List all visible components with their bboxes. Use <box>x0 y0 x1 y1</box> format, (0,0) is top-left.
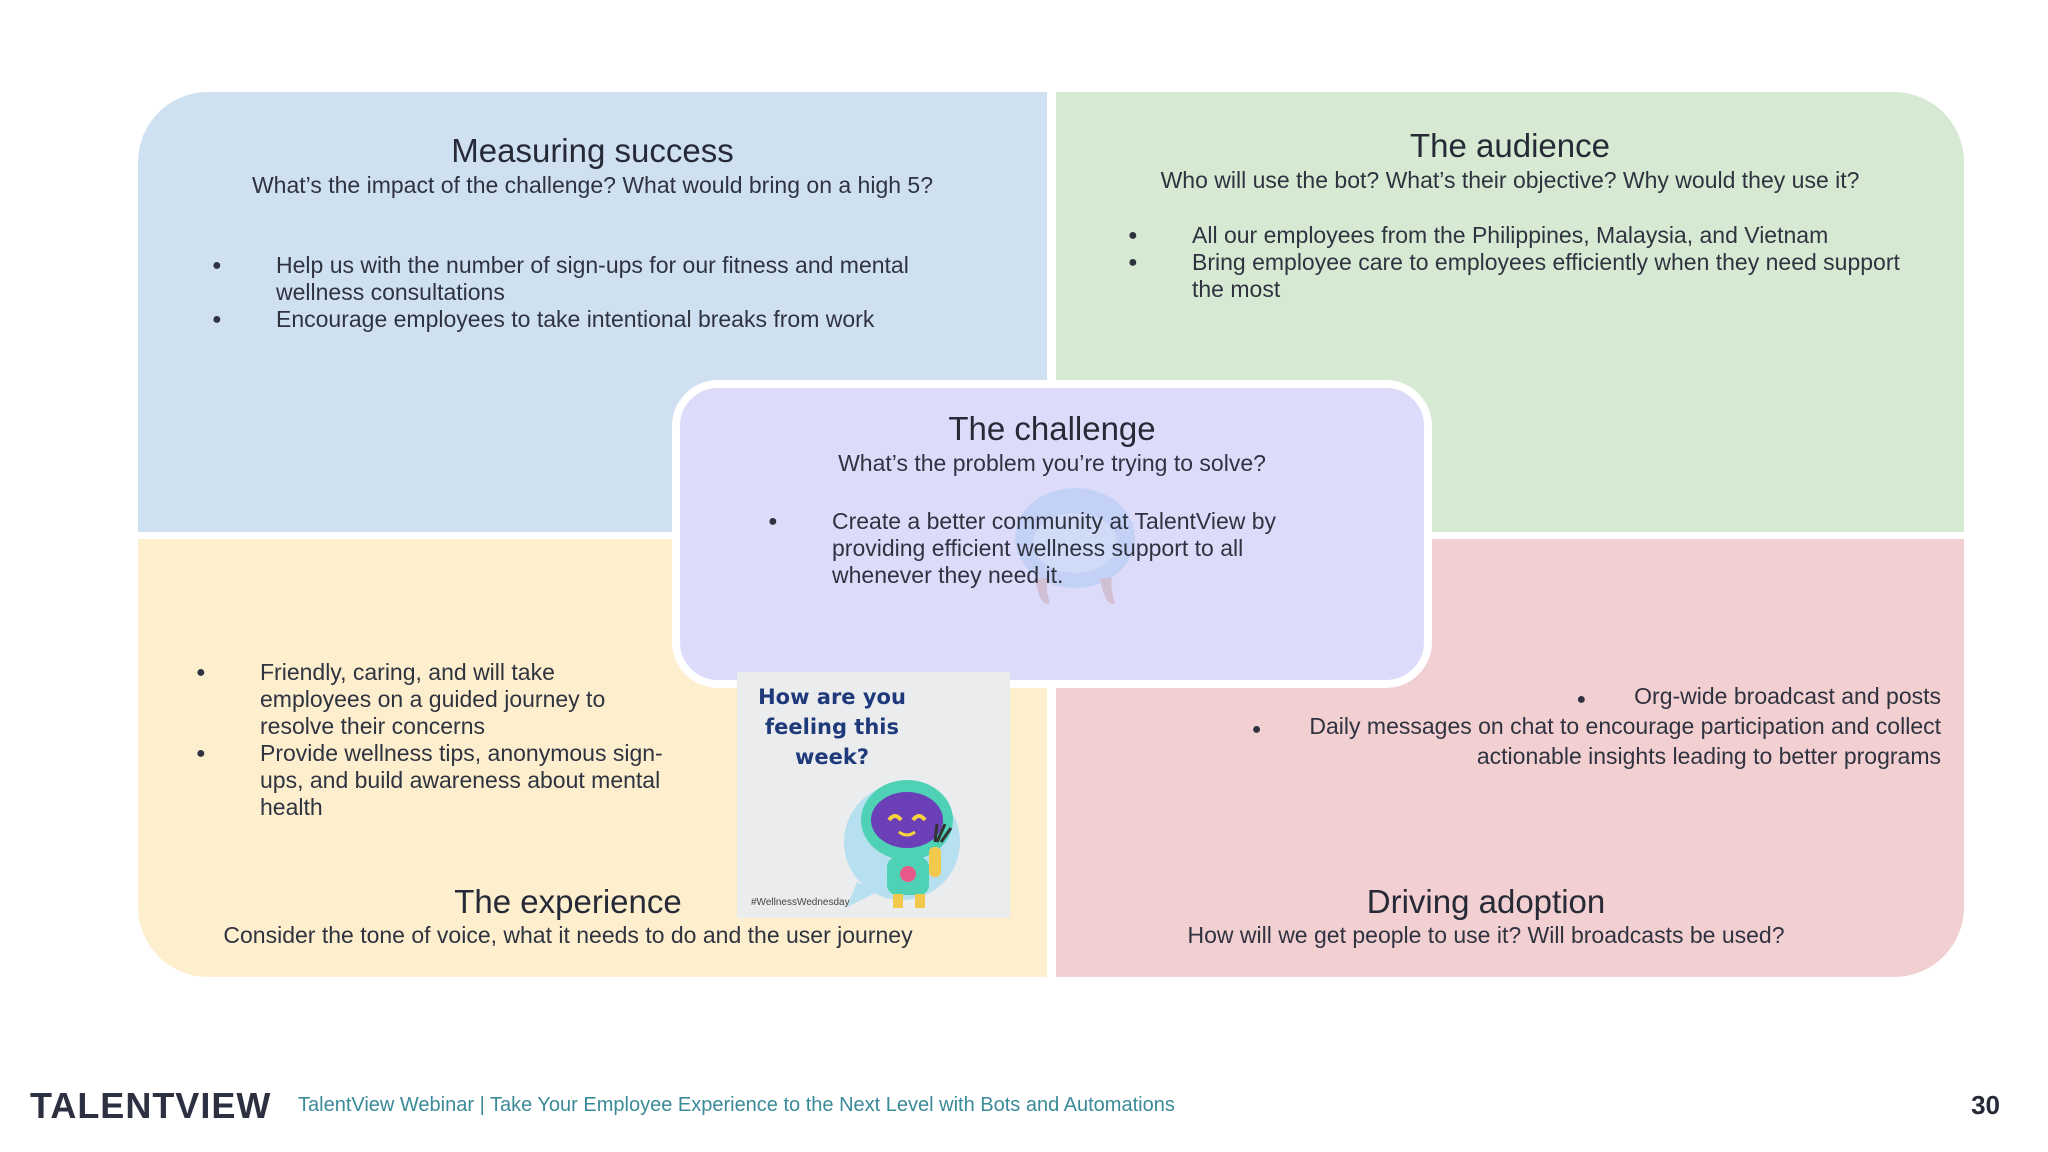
measuring-success-list: Help us with the number of sign-ups for … <box>212 252 972 333</box>
talentview-logo: TALENTVIEW <box>30 1085 272 1126</box>
experience-title: The experience <box>454 883 682 920</box>
poster-hashtag: #WellnessWednesday <box>751 897 850 908</box>
measuring-success-panel: Measuring success What’s the impact of t… <box>138 92 1047 532</box>
challenge-subtitle: What’s the problem you’re trying to solv… <box>838 450 1266 476</box>
challenge-list: Create a better community at TalentView … <box>768 508 1328 589</box>
list-item: Daily messages on chat to encourage part… <box>1161 713 1941 770</box>
audience-subtitle: Who will use the bot? What’s their objec… <box>1160 167 1860 193</box>
list-item: Provide wellness tips, anonymous sign-up… <box>196 740 666 821</box>
robot-mascot-icon <box>844 780 960 908</box>
list-item: Encourage employees to take intentional … <box>212 306 972 333</box>
measuring-success-subtitle: What’s the impact of the challenge? What… <box>251 172 934 198</box>
experience-subtitle: Consider the tone of voice, what it need… <box>223 922 913 948</box>
audience-list: All our employees from the Philippines, … <box>1128 222 1918 303</box>
footer-caption: TalentView Webinar | Take Your Employee … <box>298 1094 1175 1116</box>
list-item: Bring employee care to employees efficie… <box>1128 249 1918 303</box>
adoption-subtitle: How will we get people to use it? Will b… <box>1187 922 1785 948</box>
list-item: All our employees from the Philippines, … <box>1128 222 1918 249</box>
wellness-poster: How are you feeling this week? #Wellness… <box>737 672 1010 918</box>
poster-headline: How are you feeling this week? <box>758 685 906 769</box>
experience-list: Friendly, caring, and will take employee… <box>196 659 666 821</box>
adoption-list: Org-wide broadcast and posts Daily messa… <box>1161 683 1941 770</box>
list-item: Help us with the number of sign-ups for … <box>212 252 972 306</box>
adoption-title: Driving adoption <box>1366 883 1606 920</box>
measuring-success-title: Measuring success <box>451 132 734 169</box>
audience-title: The audience <box>1410 127 1610 164</box>
list-item: Create a better community at TalentView … <box>768 508 1328 589</box>
list-item: Friendly, caring, and will take employee… <box>196 659 666 740</box>
challenge-panel: The challenge What’s the problem you’re … <box>672 380 1432 688</box>
list-item: Org-wide broadcast and posts <box>1161 683 1941 713</box>
page-number: 30 <box>1971 1090 2000 1120</box>
challenge-title: The challenge <box>948 410 1156 447</box>
